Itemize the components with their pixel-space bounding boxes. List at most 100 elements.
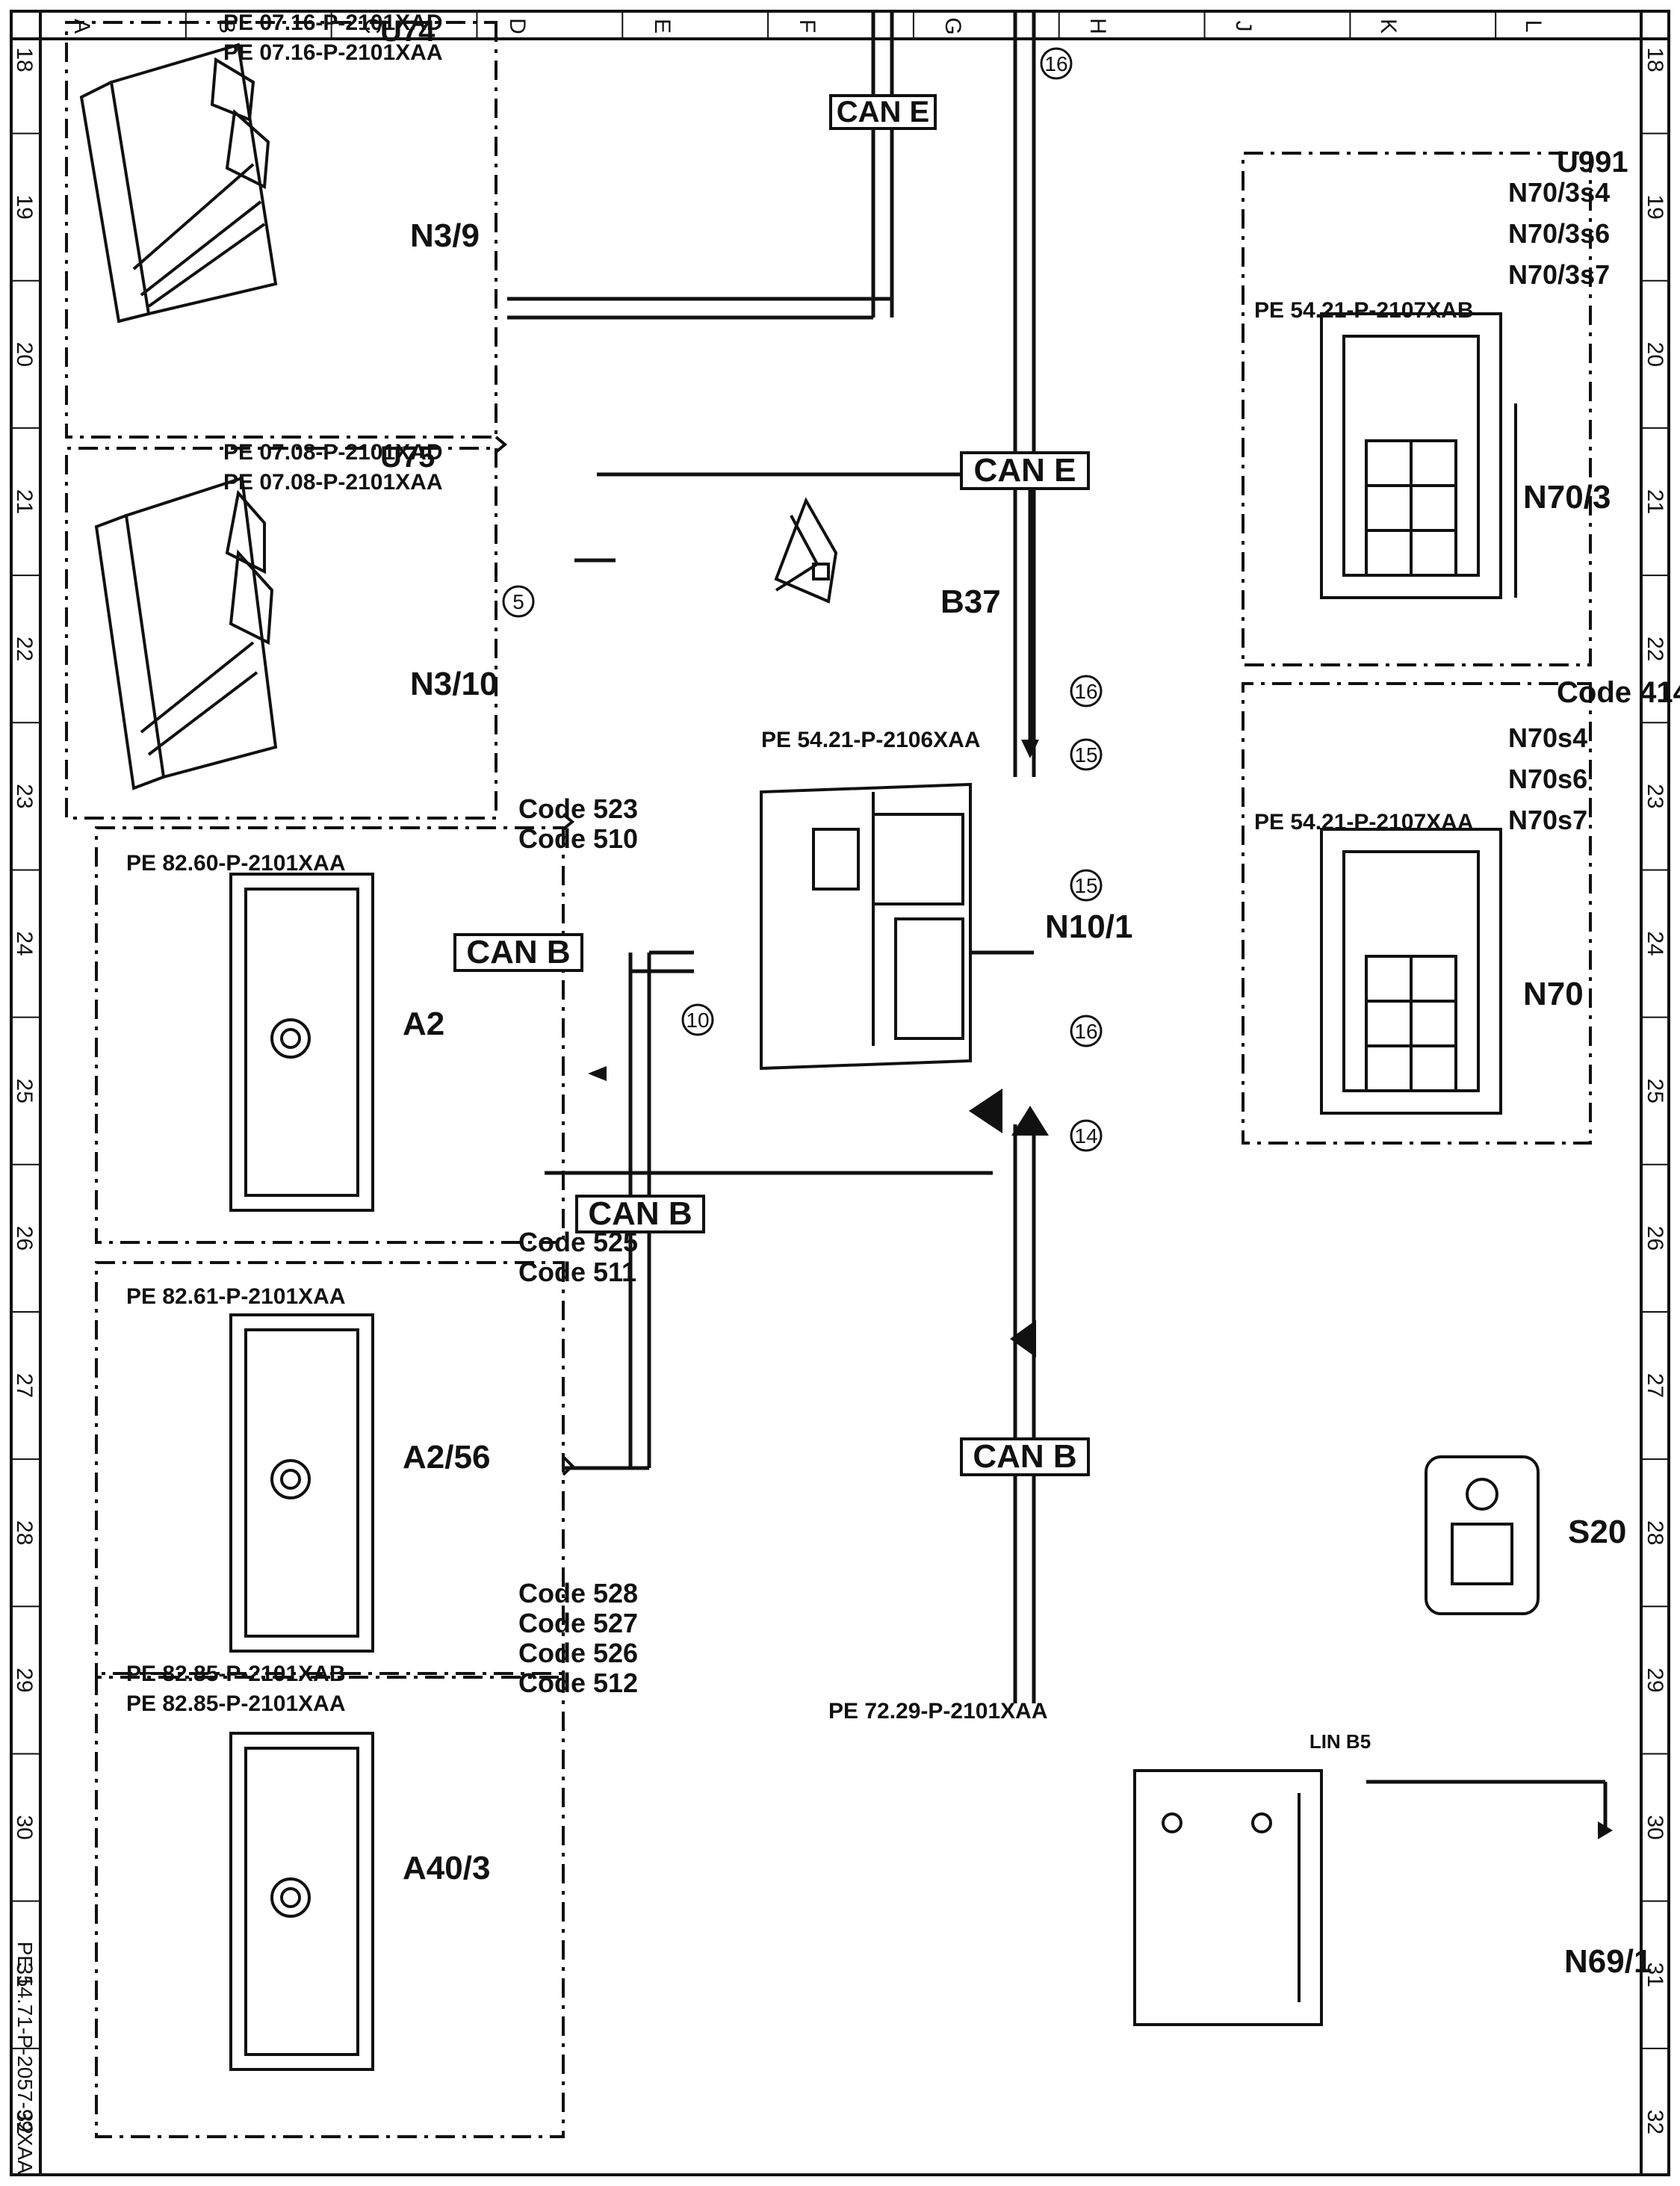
n70-drawing	[1320, 828, 1502, 1115]
grid-column-label: 32	[1643, 2110, 1667, 2134]
grid-column-label: 20	[1643, 342, 1667, 367]
a256-code-list: Code 511 Code 525	[518, 1227, 638, 1287]
pe-reference: PE 72.29-P-2101XAA	[828, 1699, 1048, 1724]
grid-column-label: 21	[1643, 489, 1667, 514]
grid-column-label: 24	[1643, 931, 1667, 956]
grid-column-label: 23	[1643, 784, 1667, 808]
marker-circle: 15	[1070, 869, 1103, 902]
page-reference: PE 54.71-P-2057-99XAA	[13, 1942, 37, 2175]
component-id: N70	[1523, 976, 1584, 1012]
arrowhead	[1011, 1106, 1049, 1136]
grid-row-label: G	[940, 17, 965, 34]
grid-row-label: L	[1521, 20, 1546, 33]
can-e-label-box: CAN E	[829, 94, 937, 130]
n69-1-id-group: N69/1	[1564, 1943, 1652, 1980]
pe-reference: PE 07.16-P-2101XAD	[223, 10, 443, 35]
row-labels: A B C D E F G H J K L	[69, 17, 1546, 34]
a2-code-list: Code 510 Code 523	[518, 793, 638, 854]
arrowhead	[588, 1066, 607, 1081]
a2-56-ref: PE 82.61-P-2101XAA	[126, 1284, 346, 1309]
drawing-frame	[10, 10, 1670, 2176]
code414-label-group: Code 414	[1557, 676, 1680, 709]
arrowhead	[969, 1089, 1002, 1133]
arrowhead	[1010, 1320, 1036, 1357]
n3-9-refs: PE 07.16-P-2101XAA PE 07.16-P-2101XAD	[223, 10, 443, 65]
can-b-code414-label-box: CAN B	[453, 933, 583, 972]
grid-column-label: 20	[12, 342, 37, 367]
marker-circle: 14	[1070, 1119, 1103, 1152]
a40-3-id-group: A40/3	[403, 1850, 490, 1886]
can-b-label: CAN B	[466, 934, 570, 970]
n70-ref: PE 54.21-P-2107XAA	[1254, 810, 1474, 835]
grid-column-label: 28	[12, 1520, 37, 1545]
u74-label-group: U74	[380, 15, 436, 48]
component-id: A2/56	[403, 1439, 490, 1476]
column-labels-bottom: 18 19 20 21 22 23 24 25 26 27 28 29 30 3…	[12, 47, 37, 2134]
grid-column-label: 19	[1643, 194, 1667, 219]
bracket-tick	[562, 1455, 574, 1476]
switch-label: N70s4	[1508, 722, 1587, 753]
grid-column-label: 32	[12, 2110, 37, 2134]
marker-circle: 16	[1040, 47, 1073, 80]
code-label: Code 523	[518, 793, 638, 824]
grid-column-label: 27	[1643, 1373, 1667, 1398]
can-b-label: CAN B	[973, 1438, 1076, 1475]
grid-column-label: 22	[1643, 637, 1667, 661]
can-b-main-label-box: CAN B	[960, 1437, 1090, 1476]
pe-reference: PE 54.21-P-2106XAA	[761, 728, 981, 752]
grid-column-label: 23	[12, 784, 37, 808]
code-label: Code 511	[518, 1257, 636, 1287]
component-id: B37	[940, 583, 1001, 620]
component-id: N70/3	[1523, 479, 1611, 515]
group-label: U75	[380, 441, 435, 474]
component-id: S20	[1568, 1514, 1626, 1550]
a2-ref: PE 82.60-P-2101XAA	[126, 851, 346, 876]
switch-label: N70/3s4	[1508, 177, 1610, 208]
marker-circle: 15	[1070, 738, 1103, 771]
marker-circle: 5	[502, 585, 535, 618]
n70-3-switch-list: N70/3s4 N70/3s6 N70/3s7	[1508, 177, 1610, 290]
component-id: A40/3	[403, 1850, 490, 1886]
code-label: Code 512	[518, 1668, 638, 1698]
grid-column-label: 22	[12, 637, 37, 661]
grid-column-label: 21	[12, 489, 37, 514]
bracket-tick	[495, 436, 508, 453]
can-e-label: CAN E	[837, 96, 929, 129]
component-ids: N3/9 N3/10 B37 N70/3 N70 N10/1 A2 A2/56 …	[403, 217, 1652, 1980]
component-id: N10/1	[1045, 908, 1132, 945]
pe-reference: PE 07.08-P-2101XAA	[223, 470, 443, 495]
grid-column-label: 27	[12, 1373, 37, 1398]
b37-id-group: B37	[940, 583, 1001, 620]
grid-column-label: 26	[12, 1226, 37, 1251]
grid-column-label: 24	[12, 931, 37, 956]
component-id: N3/10	[410, 666, 498, 702]
n70-switch-list: N70s4 N70s6 N70s7	[1508, 722, 1587, 835]
grid-column-label: 31	[12, 1963, 37, 1987]
group-label: U991	[1557, 146, 1628, 179]
pe-reference: PE 07.16-P-2101XAA	[223, 40, 443, 65]
n10-1-ref: PE 54.21-P-2106XAA	[761, 728, 981, 752]
grid-column-label: 30	[1643, 1815, 1667, 1839]
svg-text:5: 5	[512, 590, 524, 613]
pe-reference: PE 82.61-P-2101XAA	[126, 1284, 346, 1309]
grid-row-label: J	[1231, 21, 1256, 32]
bracket-ticks	[495, 436, 575, 1476]
code-lists: Code 510 Code 523 Code 511 Code 525 Code…	[518, 793, 638, 1698]
n3-9-id-group: N3/9	[410, 217, 480, 254]
arrowhead	[1021, 740, 1039, 758]
grid-row-label: A	[69, 19, 94, 34]
a2-id-group: A2	[403, 1006, 444, 1042]
n3-9-drawing	[79, 43, 278, 323]
u74-box	[65, 21, 498, 439]
grid-row-label: D	[505, 18, 530, 34]
svg-text:16: 16	[1074, 680, 1097, 703]
marker-circle: 16	[1070, 1015, 1103, 1047]
a403-box	[95, 1672, 565, 2138]
arrowheads	[588, 740, 1613, 1839]
can-b-a2-feed	[630, 950, 694, 973]
can-e-main-label-box: CAN E	[960, 451, 1090, 490]
pe-reference: PE 54.21-P-2107XAA	[1254, 810, 1474, 835]
